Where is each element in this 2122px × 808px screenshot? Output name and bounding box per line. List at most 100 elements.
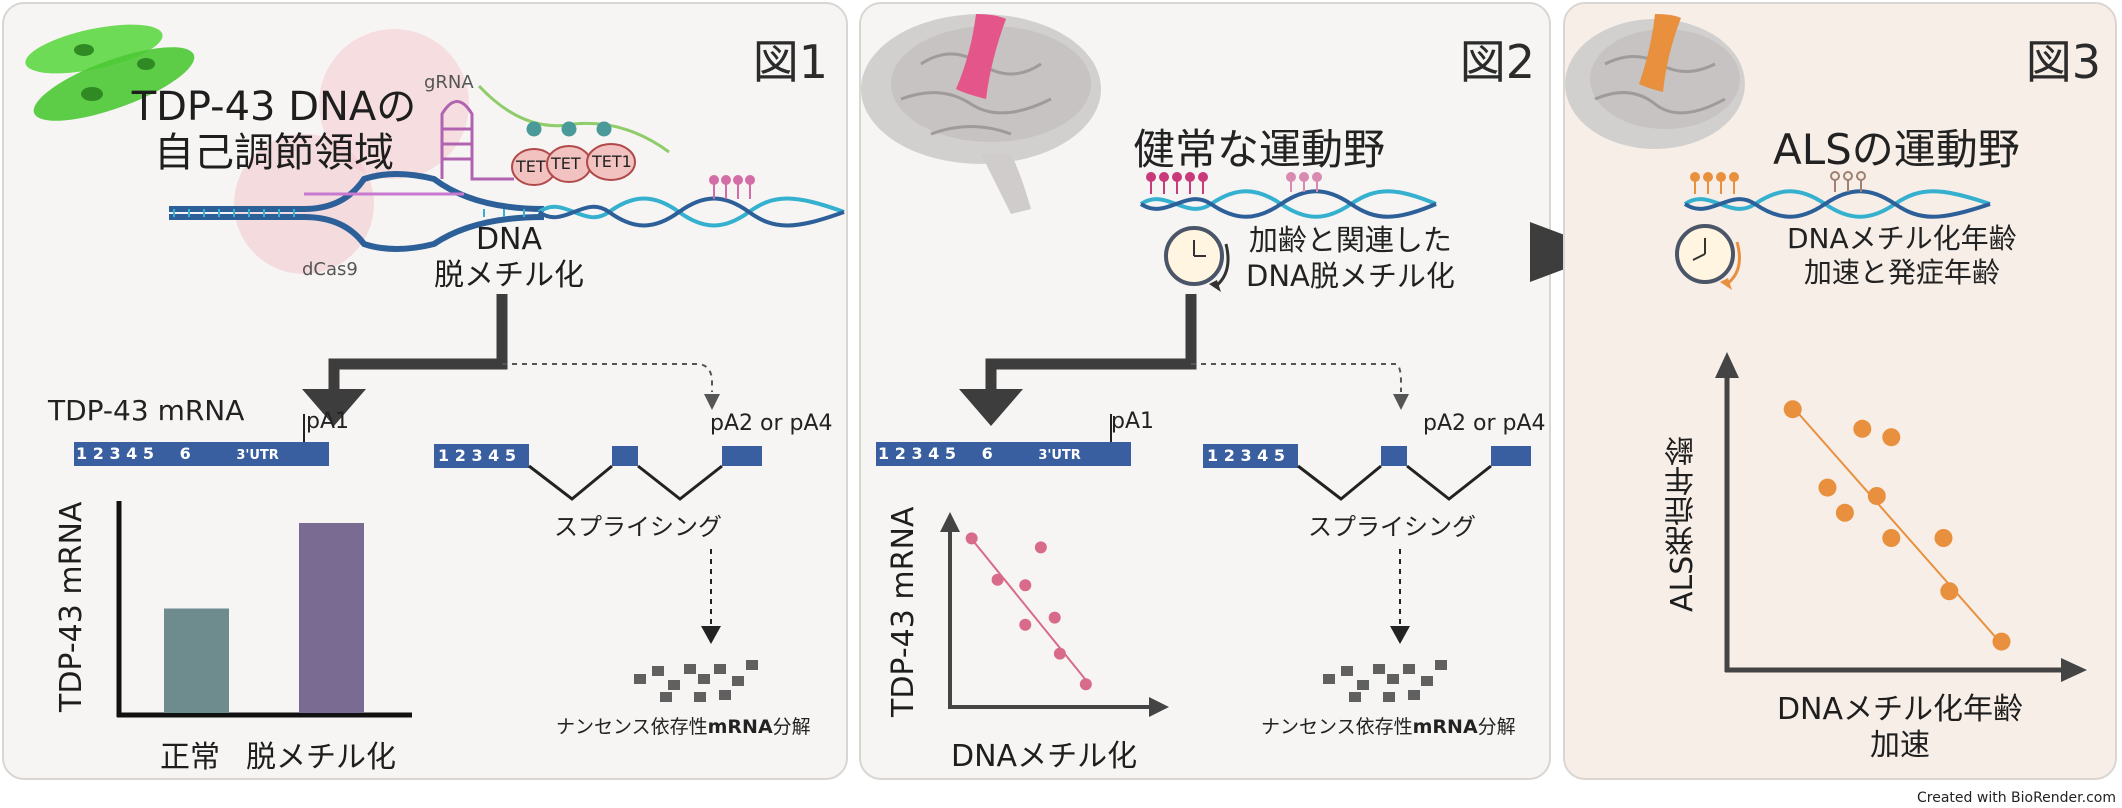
fig2-clock-line1: 加齢と関連した: [1248, 223, 1452, 257]
scatter-point-9: [1992, 632, 2011, 651]
figure-1-label: 図1: [752, 35, 828, 89]
exon-labels-short: 1 2 3 4 5: [1207, 446, 1285, 465]
exon-4: 4: [928, 444, 940, 463]
gene-structure-pa2: [434, 444, 762, 501]
exon-3: 3: [109, 444, 121, 463]
fig1-title: TDP-43 DNAの 自己調節領域: [124, 84, 424, 176]
exon-2: 2: [1223, 446, 1235, 465]
figure-3-label: 図3: [2025, 35, 2101, 89]
brain-icon: [1565, 14, 1745, 149]
fig2-clock-caption: 加齢と関連した DNA脱メチル化: [1246, 222, 1455, 294]
tet-enzymes: [511, 143, 636, 186]
exon-1: 1: [878, 444, 890, 463]
pa2-label: pA2 or pA4: [710, 411, 833, 436]
degraded-mrna-fragments: [634, 660, 758, 702]
fig1-graphics: [25, 24, 845, 718]
exon-labels-long: 1 2 3 4 5 6 3'UTR: [878, 444, 1081, 463]
scatter-point-7: [1079, 678, 1092, 691]
exon-6: 6: [179, 444, 191, 463]
brain-icon: [861, 14, 1101, 214]
exon-labels-short: 1 2 3 4 5: [438, 446, 516, 465]
fig2-scatter-axes: [940, 512, 1169, 717]
fig1-category-0: 正常: [160, 740, 220, 775]
exon-3utr: 3'UTR: [1038, 448, 1081, 463]
trend-line: [1789, 402, 2006, 648]
exon-4: 4: [488, 446, 500, 465]
demethylation-line1: DNA: [475, 222, 543, 257]
fig2-title: 健常な運動野: [1133, 125, 1386, 174]
scatter-point-1: [991, 573, 1004, 586]
exon-5: 5: [504, 446, 517, 465]
panel-figure-1: 図1 TDP-43 DNAの 自己調節領域 gRNA dCas9 TET TET…: [2, 2, 848, 780]
scatter-point-2: [1882, 428, 1901, 447]
fig1-title-line1: TDP-43 DNAの: [131, 84, 417, 130]
fig3-title: ALSの運動野: [1773, 125, 2020, 174]
gene-structure-pa2: [1203, 444, 1531, 501]
tdp43-mrna-label: TDP-43 mRNA: [48, 394, 245, 427]
demethylation-line2: 脱メチル化: [434, 258, 584, 293]
dna-helix: [537, 196, 845, 228]
fig1-category-1: 脱メチル化: [246, 740, 396, 775]
fig3-xaxis-line1: DNAメチル化年齢: [1776, 692, 2024, 727]
exon-4: 4: [1257, 446, 1269, 465]
cell-icon: [25, 24, 195, 121]
fig3-graphics: [1565, 14, 2087, 682]
methyl-groups: [1146, 172, 1208, 194]
grna-hairpin: [440, 100, 514, 181]
nmd-label: ナンセンス依存性mRNA分解: [556, 712, 811, 739]
exon-6: 6: [981, 444, 993, 463]
fig3-clock-line1: DNAメチル化年齢: [1787, 222, 2017, 255]
fig2-yaxis-label: TDP-43 mRNA: [886, 506, 921, 717]
exon-3utr: 3'UTR: [236, 448, 279, 463]
tet-label-3: TET1: [592, 152, 632, 171]
scatter-point-4: [1867, 487, 1886, 505]
nmd-bold: mRNA: [707, 716, 773, 738]
fig3-xaxis-line2: 加速: [1870, 728, 1930, 763]
scatter-point-2: [1034, 541, 1047, 554]
scatter-point-5: [1835, 503, 1854, 522]
fig1-bar-axes: [116, 501, 412, 718]
exon-2: 2: [454, 446, 466, 465]
tet-label-1: TET: [516, 157, 546, 176]
tet-label-2: TET: [551, 154, 581, 173]
pa2-label: pA2 or pA4: [1423, 411, 1546, 436]
methyl-groups: [709, 175, 755, 199]
exon-2: 2: [92, 444, 104, 463]
exon-1: 1: [76, 444, 88, 463]
demethylation-label: DNA 脱メチル化: [409, 222, 609, 294]
grna-label: gRNA: [424, 72, 474, 93]
scatter-point-3: [1818, 478, 1837, 497]
nmd-label: ナンセンス依存性mRNA分解: [1261, 712, 1516, 739]
scatter-point-0: [965, 532, 978, 545]
dna-helix: [1683, 189, 1991, 219]
trend-line: [967, 534, 1091, 685]
degraded-mrna-fragments: [1323, 660, 1447, 702]
exon-3: 3: [471, 446, 483, 465]
exon-1: 1: [438, 446, 450, 465]
splicing-label: スプライシング: [1308, 513, 1476, 541]
fig3-clock-line2: 加速と発症年齢: [1803, 256, 2000, 289]
fig2-xaxis-label: DNAメチル化: [951, 739, 1138, 774]
scatter-point-6: [1882, 529, 1901, 547]
nmd-suffix: 分解: [1477, 716, 1516, 738]
nmd-bold: mRNA: [1412, 716, 1478, 738]
dna-helix: [1139, 189, 1437, 219]
exon-5: 5: [944, 444, 957, 463]
scatter-point-1: [1853, 419, 1872, 438]
exon-labels-long: 1 2 3 4 5 6 3'UTR: [76, 444, 279, 463]
bar-1: [299, 523, 364, 713]
exon-5: 5: [142, 444, 155, 463]
figure-2-label: 図2: [1459, 35, 1535, 89]
exon-2: 2: [894, 444, 906, 463]
clock-icon: [1164, 226, 1230, 292]
fig3-xaxis-label: DNAメチル化年齢 加速: [1760, 692, 2040, 764]
scatter-point-7: [1934, 529, 1953, 547]
scatter-point-4: [1019, 618, 1032, 631]
scatter-point-0: [1783, 400, 1802, 419]
pa1-label: pA1: [306, 409, 350, 434]
exon-1: 1: [1207, 446, 1219, 465]
bar-0: [164, 608, 229, 713]
fig2-clock-line2: DNA脱メチル化: [1246, 259, 1455, 293]
exon-3: 3: [911, 444, 923, 463]
gene-structure-pa1: [876, 414, 1131, 466]
